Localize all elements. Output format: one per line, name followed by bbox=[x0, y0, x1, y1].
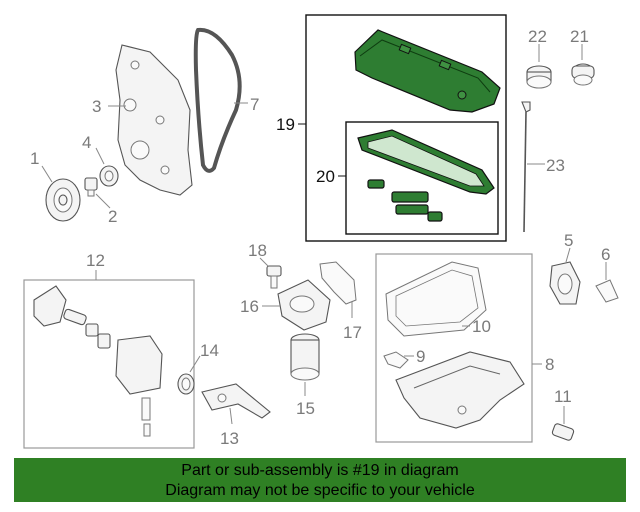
callout-12: 12 bbox=[86, 251, 105, 270]
adapter-gasket[interactable] bbox=[319, 261, 357, 305]
rear-seal[interactable] bbox=[595, 279, 619, 303]
notice-banner: Part or sub-assembly is #19 in diagram D… bbox=[14, 458, 626, 502]
oil-pan-gasket[interactable] bbox=[385, 261, 487, 337]
pulley-bolt[interactable] bbox=[84, 177, 98, 197]
timing-cover[interactable] bbox=[115, 44, 193, 196]
rear-main-seal-carrier[interactable] bbox=[549, 261, 581, 305]
valve-cover-gasket[interactable] bbox=[357, 129, 495, 195]
callout-20: 20 bbox=[316, 167, 335, 186]
callout-13: 13 bbox=[220, 429, 239, 448]
banner-line-1: Part or sub-assembly is #19 in diagram bbox=[181, 462, 459, 479]
valve-cover[interactable] bbox=[354, 29, 501, 113]
callout-6: 6 bbox=[601, 245, 610, 264]
callout-16: 16 bbox=[240, 297, 259, 316]
callout-14: 14 bbox=[200, 341, 219, 360]
oil-pump-components[interactable] bbox=[33, 285, 163, 437]
callout-18: 18 bbox=[248, 241, 267, 260]
callout-9: 9 bbox=[416, 347, 425, 366]
callout-8: 8 bbox=[545, 355, 554, 374]
oil-filler-insert[interactable] bbox=[526, 65, 552, 89]
callout-19: 19 bbox=[276, 115, 295, 134]
oil-filter-adapter[interactable] bbox=[277, 279, 331, 331]
oil-baffle[interactable] bbox=[201, 383, 271, 419]
oil-filler-cap[interactable] bbox=[571, 63, 595, 86]
oil-pump-seal[interactable] bbox=[177, 373, 195, 395]
assembly-19-box bbox=[305, 14, 507, 242]
assembly-12-box bbox=[23, 279, 195, 449]
crankshaft-pulley[interactable] bbox=[45, 178, 81, 222]
callout-17: 17 bbox=[343, 323, 362, 342]
drain-plug[interactable] bbox=[551, 423, 575, 441]
filter-adapter-bolt[interactable] bbox=[266, 265, 282, 289]
spark-plug-tube-seals[interactable] bbox=[367, 179, 443, 222]
assembly-20-box bbox=[345, 121, 499, 235]
callout-7: 7 bbox=[250, 95, 259, 114]
oil-pump-pickup-seal[interactable] bbox=[383, 351, 409, 369]
callout-5: 5 bbox=[564, 231, 573, 250]
callout-2: 2 bbox=[108, 207, 117, 226]
timing-belt[interactable] bbox=[193, 27, 242, 173]
oil-filter[interactable] bbox=[290, 333, 320, 381]
oil-pan[interactable] bbox=[395, 351, 525, 429]
callout-23: 23 bbox=[546, 156, 565, 175]
callout-3: 3 bbox=[92, 97, 101, 116]
callout-22: 22 bbox=[528, 27, 547, 46]
callout-1: 1 bbox=[30, 149, 39, 168]
callout-4: 4 bbox=[82, 133, 91, 152]
banner-line-2: Diagram may not be specific to your vehi… bbox=[165, 482, 475, 499]
callout-11: 11 bbox=[554, 387, 572, 406]
assembly-8-box bbox=[375, 253, 533, 443]
callout-10: 10 bbox=[472, 317, 491, 336]
callout-21: 21 bbox=[570, 27, 589, 46]
callout-15: 15 bbox=[296, 399, 315, 418]
front-seal[interactable] bbox=[99, 165, 119, 187]
oil-dipstick[interactable] bbox=[521, 101, 531, 233]
